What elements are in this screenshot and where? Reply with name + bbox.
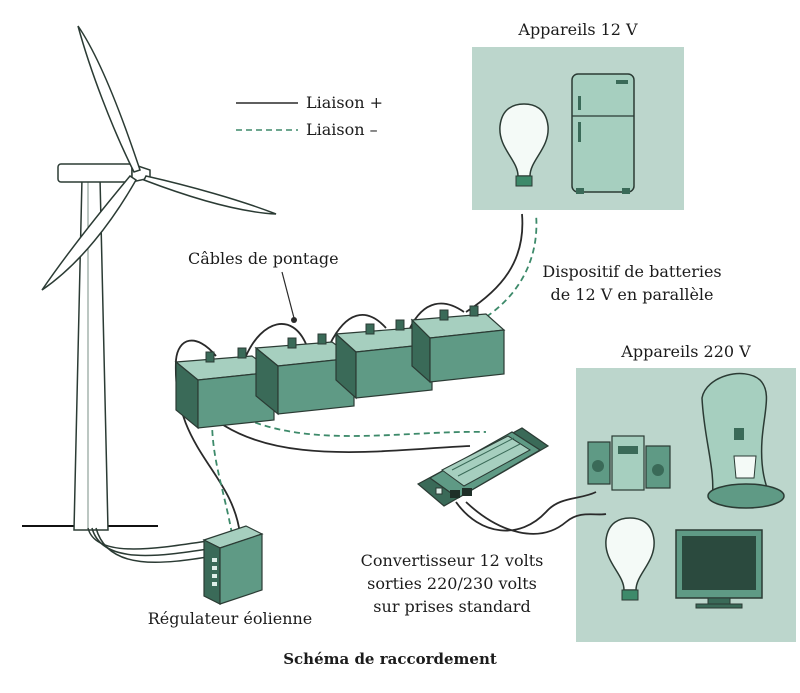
- legend-positive-label: Liaison +: [306, 93, 384, 112]
- wire-battery-converter-negative: [227, 409, 487, 437]
- wind-turbine-icon: [22, 25, 277, 564]
- turbine-nacelle: [57, 163, 133, 183]
- bulb-220v-icon: [605, 517, 655, 601]
- converter-label-1: Convertisseur 12 volts: [360, 551, 544, 570]
- converter-label-3: sur prises standard: [373, 597, 531, 616]
- battery-array: [174, 305, 506, 430]
- battery-terminal: [439, 309, 449, 321]
- battery-terminal: [365, 323, 375, 335]
- converter-socket: [450, 490, 460, 498]
- wire-regulator-battery-negative: [211, 419, 233, 535]
- bridge-positive-1: [245, 323, 307, 357]
- turbine-blade-bottom: [41, 175, 137, 291]
- wire-battery-converter-positive: [199, 405, 471, 453]
- wire-battery-12v-positive: [465, 213, 524, 313]
- battery-array-label-2: de 12 V en parallèle: [550, 285, 714, 304]
- battery-terminal: [287, 337, 297, 349]
- battery-array-label-1: Dispositif de batteries: [542, 262, 722, 281]
- battery-terminal: [237, 347, 247, 359]
- converter-icon: [416, 427, 550, 507]
- battery-terminal: [395, 319, 405, 331]
- appliances-220v-label: Appareils 220 V: [621, 342, 751, 361]
- bridge-positive-2: [329, 314, 387, 345]
- converter-socket: [462, 488, 472, 496]
- turbine-blade-top: [77, 25, 141, 173]
- bridging-cables-label: Câbles de pontage: [188, 249, 339, 268]
- diagram-caption: Schéma de raccordement: [283, 650, 497, 668]
- legend-negative-label: Liaison –: [306, 120, 378, 139]
- coffee-machine-220v-icon: [701, 372, 785, 509]
- regulator-label: Régulateur éolienne: [147, 609, 313, 628]
- converter-switch: [435, 487, 443, 495]
- battery-2: [254, 333, 356, 416]
- wire-converter-220v-1: [455, 491, 597, 532]
- turbine-blade-right: [142, 175, 277, 215]
- fridge-12v-icon: [571, 73, 635, 194]
- wire-battery-12v-negative: [477, 213, 538, 323]
- battery-terminal: [317, 333, 327, 345]
- legend: [236, 102, 298, 131]
- wire-converter-220v-2: [465, 501, 607, 535]
- battery-4: [410, 305, 506, 384]
- regulator-icon: [202, 525, 264, 605]
- battery-terminal: [469, 305, 479, 317]
- battery-1: [174, 347, 276, 430]
- converter-label-2: sorties 220/230 volts: [367, 574, 537, 593]
- tv-220v-icon: [675, 529, 763, 609]
- appliances-12v-label: Appareils 12 V: [518, 20, 638, 39]
- stereo-220v-icon: [587, 435, 671, 491]
- bulb-12v-icon: [499, 103, 549, 187]
- battery-terminal: [205, 351, 215, 363]
